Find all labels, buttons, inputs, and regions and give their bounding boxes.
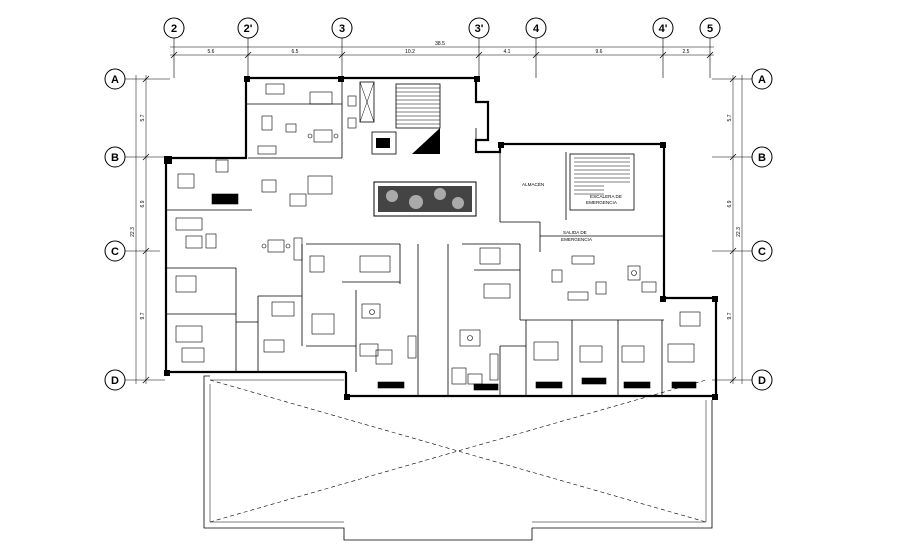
column-axis-3-prime: 3' [468, 17, 490, 78]
stair-label: EMERGENCIA [586, 200, 618, 205]
row-axis-b-right: B [712, 146, 773, 168]
column-axis-2-prime: 2' [237, 17, 259, 78]
svg-text:B: B [758, 152, 766, 164]
emergency-exit-label: EMERGENCIA [561, 237, 593, 242]
svg-text:D: D [758, 375, 766, 387]
stair-label: ESCALERA DE [590, 194, 622, 199]
right-dimension: 6.9 [727, 200, 733, 207]
row-axis-c-right: C [712, 240, 773, 262]
svg-text:C: C [111, 246, 119, 258]
right-dimension-chain: 5.7 6.9 9.7 22.3 [727, 75, 743, 384]
emergency-stairs: ESCALERA DE EMERGENCIA [569, 153, 635, 211]
top-dimension: 4.1 [504, 49, 511, 55]
left-dimension: 9.7 [140, 312, 146, 319]
top-dimension-chain: 38.5 5.6 6.5 10.2 4.1 9.6 2.5 [170, 41, 714, 59]
main-stairs [359, 81, 441, 155]
row-axes-left: A B C D [104, 68, 170, 391]
row-axis-c-left: C [104, 240, 160, 262]
column-axis-4: 4 [525, 17, 547, 78]
svg-text:3: 3 [339, 23, 345, 35]
right-total-dimension: 22.3 [736, 227, 742, 237]
furniture [175, 83, 701, 391]
structural-columns [164, 76, 718, 400]
column-axis-5: 5 [699, 17, 721, 78]
emergency-exit-label: SALIDA DE [563, 230, 587, 235]
svg-text:D: D [111, 375, 119, 387]
building-outline [164, 76, 718, 398]
left-dimension: 5.7 [140, 114, 146, 121]
planter [373, 181, 477, 217]
svg-text:2': 2' [244, 23, 253, 35]
svg-text:4: 4 [533, 23, 540, 35]
row-axis-d-left: D [104, 369, 165, 391]
top-dimension: 2.5 [683, 49, 690, 55]
left-dimension-chain: 22.3 5.7 6.9 9.7 [130, 75, 150, 384]
top-dimension: 10.2 [405, 49, 415, 55]
svg-text:3': 3' [475, 23, 484, 35]
column-axes: 2 2' 3 3' 4 4' 5 [163, 17, 721, 78]
top-dimension: 6.5 [292, 49, 299, 55]
svg-text:2: 2 [171, 23, 177, 35]
svg-text:C: C [758, 246, 766, 258]
svg-text:5: 5 [707, 23, 713, 35]
row-axes-right: A B C D [712, 68, 773, 391]
row-axis-b-left: B [104, 146, 165, 168]
right-dimension: 9.7 [727, 312, 733, 319]
row-axis-d-right: D [712, 369, 773, 391]
right-dimension: 5.7 [727, 114, 733, 121]
terrace [203, 375, 713, 541]
svg-text:A: A [111, 74, 119, 86]
column-axis-2: 2 [163, 17, 185, 78]
row-axis-a-right: A [712, 68, 773, 90]
svg-text:B: B [111, 152, 119, 164]
top-dimension: 9.6 [596, 49, 603, 55]
svg-text:A: A [758, 74, 766, 86]
column-axis-4-prime: 4' [652, 17, 674, 78]
top-dimension: 5.6 [208, 49, 215, 55]
storage-label: ALMACÉN [522, 181, 544, 187]
left-total-dimension: 22.3 [130, 227, 136, 237]
overall-top-dimension: 38.5 [435, 41, 445, 47]
column-axis-3: 3 [331, 17, 353, 78]
left-dimension: 6.9 [140, 200, 146, 207]
row-axis-a-left: A [104, 68, 170, 90]
svg-text:4': 4' [659, 23, 668, 35]
